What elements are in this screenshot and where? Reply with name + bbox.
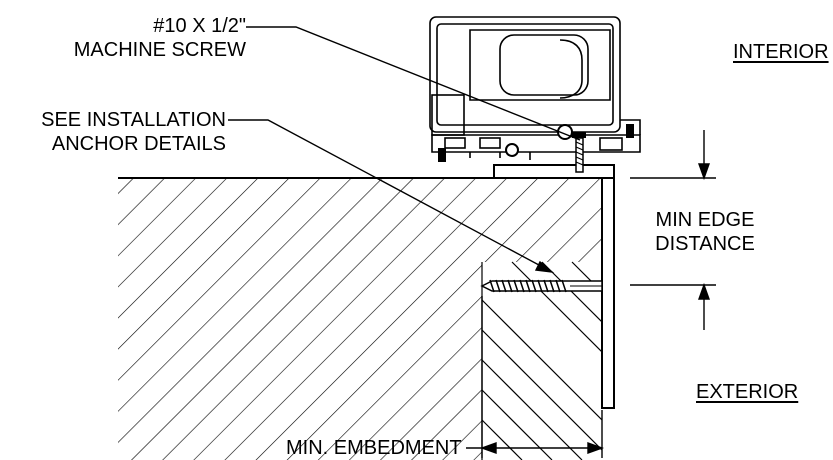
leader-lines — [228, 26, 581, 273]
gaskets — [438, 124, 634, 162]
vertical-plate — [601, 171, 615, 409]
machine-screw — [572, 132, 586, 173]
edge-distance-label: MIN EDGE DISTANCE — [630, 208, 780, 256]
edge-distance-dimension — [630, 130, 716, 330]
exterior-label: EXTERIOR — [696, 381, 799, 403]
screw-callout-line2: MACHINE SCREW — [73, 39, 246, 61]
embedment-dimension — [466, 296, 605, 458]
embedment-label: MIN. EMBEDMENT — [286, 437, 462, 459]
edge-distance-line2: DISTANCE — [655, 233, 755, 255]
window-frame-extrusion — [429, 16, 641, 160]
anchor-callout-line1: SEE INSTALLATION — [41, 109, 226, 131]
edge-distance-line1: MIN EDGE — [655, 209, 755, 231]
screw-callout: #10 X 1/2" MACHINE SCREW — [20, 14, 246, 62]
screw-callout-line1: #10 X 1/2" — [153, 15, 246, 37]
interior-label: INTERIOR — [733, 41, 829, 63]
installation-anchor — [480, 279, 603, 293]
anchor-callout: SEE INSTALLATION ANCHOR DETAILS — [0, 108, 226, 156]
anchor-callout-line2: ANCHOR DETAILS — [51, 133, 226, 155]
embedment-zone — [481, 178, 603, 460]
sill-base-plate — [493, 164, 615, 179]
